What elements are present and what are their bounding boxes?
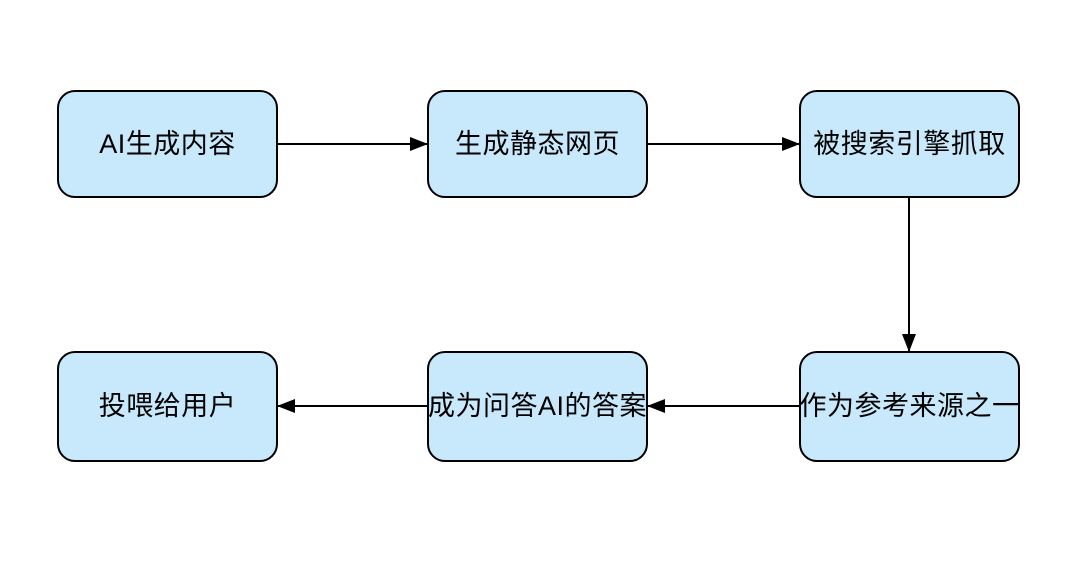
- node-label: 作为参考来源之一: [799, 391, 1020, 421]
- arrow-crawled-to-reference-source: [901, 198, 917, 352]
- arrow-line: [648, 405, 799, 407]
- arrow-static-webpage-to-crawled: [648, 136, 800, 152]
- arrowhead-down-icon: [902, 334, 916, 352]
- node-label: 投喂给用户: [98, 391, 237, 421]
- arrowhead-right-icon: [782, 137, 800, 151]
- node-label: 生成静态网页: [455, 128, 620, 159]
- arrowhead-left-icon: [277, 399, 295, 413]
- node-label: 成为问答AI的答案: [428, 391, 648, 421]
- arrow-reference-source-to-qa-answer: [647, 398, 799, 414]
- node-crawled-by-search-engine: 被搜索引擎抓取: [799, 90, 1020, 198]
- arrow-line: [648, 143, 799, 145]
- arrow-line: [278, 143, 427, 145]
- node-becomes-qa-ai-answer: 成为问答AI的答案: [427, 351, 648, 462]
- arrow-qa-answer-to-fed-to-users: [277, 398, 427, 414]
- node-label: 被搜索引擎抓取: [813, 128, 1006, 159]
- arrow-line: [278, 405, 427, 407]
- node-fed-to-users: 投喂给用户: [57, 351, 278, 462]
- node-label: AI生成内容: [99, 128, 236, 159]
- node-as-reference-source: 作为参考来源之一: [799, 351, 1020, 462]
- arrowhead-left-icon: [647, 399, 665, 413]
- arrowhead-right-icon: [410, 137, 428, 151]
- arrow-ai-content-to-static-webpage: [278, 136, 428, 152]
- arrow-line: [908, 198, 910, 351]
- node-generate-static-webpage: 生成静态网页: [427, 90, 648, 198]
- node-ai-generated-content: AI生成内容: [57, 90, 278, 198]
